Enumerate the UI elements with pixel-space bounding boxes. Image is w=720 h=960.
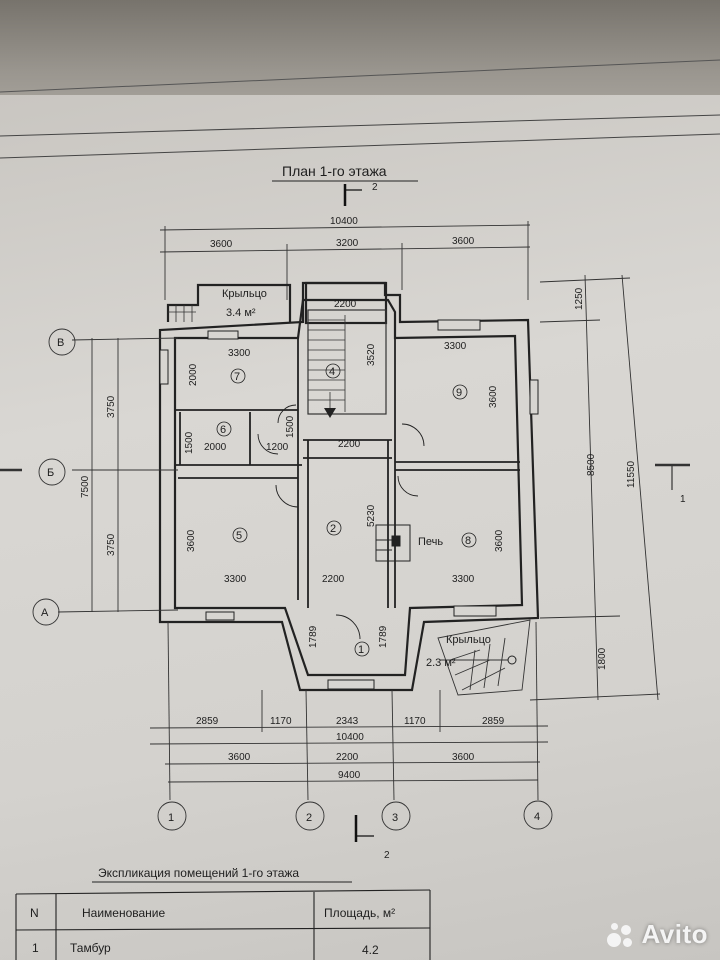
dim-bottom-b2: 2200 [336,752,359,763]
dim-bottom-seg4: 1170 [404,716,426,727]
dim-top-seg3: 3600 [452,236,475,247]
right-dimensions [529,274,690,701]
porch-right-marker [507,655,517,665]
frame-line-inner [0,133,720,159]
avito-text: Avito [641,919,708,949]
porch-right [437,619,531,696]
dim-r9-height: 3600 [488,385,499,408]
room-7-number: 7 [234,371,240,383]
porch-top-area: 3.4 м² [226,307,256,319]
room-9-number: 9 [456,387,462,399]
dim-r5-width: 3300 [224,574,247,585]
dim-top-overall: 10400 [330,216,358,227]
room-2-number: 2 [330,523,336,535]
bottom-dimensions [149,621,549,801]
axis-col-4: 4 [534,811,540,823]
dim-bottom-seg5: 2859 [482,716,505,727]
dim-bottom-seg1: 2859 [196,716,219,727]
stove-label: Печь [418,536,443,548]
interior-walls [175,338,520,608]
porch-right-area: 2.3 м² [426,657,456,669]
dim-top-seg2: 3200 [336,238,359,249]
dim-r6-width: 2000 [204,442,227,453]
doors [257,404,425,640]
dim-r6-height: 1500 [184,431,195,454]
left-axes [0,328,179,626]
dim-bottom-overall2: 9400 [338,770,361,781]
dim-left-total: 7500 [80,475,91,498]
dim-small-width: 1200 [266,442,289,453]
top-dimensions [159,221,531,300]
dim-bottom-b1: 3600 [228,752,251,763]
room-5-number: 5 [236,530,242,542]
dim-small-height: 1500 [285,415,296,438]
porch-right-label: Крыльцо [446,634,491,646]
dim-r5-height: 3600 [186,529,197,552]
dim-diag-1: 1789 [308,625,319,648]
axis-row-a: А [41,607,49,619]
axis-col-3: 3 [392,812,398,824]
dim-r8-width: 3300 [452,574,475,585]
stair-arrow [324,408,336,418]
dim-bottom-seg3: 2343 [336,716,359,727]
porch-top-label: Крыльцо [222,288,267,300]
dim-r8-height: 3600 [494,529,505,552]
section-mark-top: 2 [372,182,378,193]
dim-right-total: 11550 [626,460,637,488]
dim-left-b: 3750 [106,533,117,556]
outer-walls [158,281,540,692]
dim-top-seg1: 3600 [210,239,233,250]
windows [159,319,539,690]
dim-hall-width: 2200 [338,439,361,450]
table-header-n: N [30,906,39,920]
dim-r7-height: 2000 [188,363,199,386]
axis-row-b: Б [47,467,54,479]
back-sheet-edge [0,59,720,93]
dim-hall-width-bottom: 2200 [322,574,345,585]
drawing-sheet [0,95,720,960]
table-header-name: Наименование [82,906,166,920]
table-row-1-n: 1 [32,941,39,955]
dim-stair-height: 3520 [366,343,377,366]
room-6-number: 6 [220,424,226,436]
room-number-circles [216,363,477,657]
dim-right-c: 1800 [597,647,608,670]
bottom-axes [157,800,553,831]
plan-title: План 1-го этажа [282,163,387,179]
section-mark-bottom: 2 [384,850,390,861]
avito-logo-icon [607,923,637,949]
stove [375,524,411,562]
table-row-1-name: Тамбур [70,941,111,955]
dim-r7-width: 3300 [228,348,251,359]
dim-bottom-seg2: 1170 [270,716,292,727]
room-8-number: 8 [465,535,471,547]
table-row-1-area: 4.2 [362,943,379,957]
dim-hall-height: 5230 [366,504,377,527]
table-header-area: Площадь, м² [324,906,395,920]
axis-col-1: 1 [168,812,174,824]
dim-left-a: 3750 [106,395,117,418]
avito-watermark: Avito [607,919,708,950]
frame-line-top [0,114,720,137]
dim-bottom-b3: 3600 [452,752,475,763]
axis-row-v: В [57,337,64,349]
dim-bottom-overall1: 10400 [336,732,364,743]
dim-right-b: 8500 [586,453,597,476]
section-mark-right: 1 [680,494,686,505]
dim-stair-width: 2200 [334,299,357,310]
room-4-number: 4 [329,366,335,378]
table-caption: Экспликация помещений 1-го этажа [98,866,299,880]
axis-col-2: 2 [306,812,312,824]
table-grid [15,889,431,960]
dim-r9-width: 3300 [444,341,467,352]
dim-right-a: 1250 [574,287,585,310]
porch-top-steps [168,305,196,322]
dim-diag-2: 1789 [378,625,389,648]
staircase [307,309,387,415]
room-1-number: 1 [358,644,364,656]
